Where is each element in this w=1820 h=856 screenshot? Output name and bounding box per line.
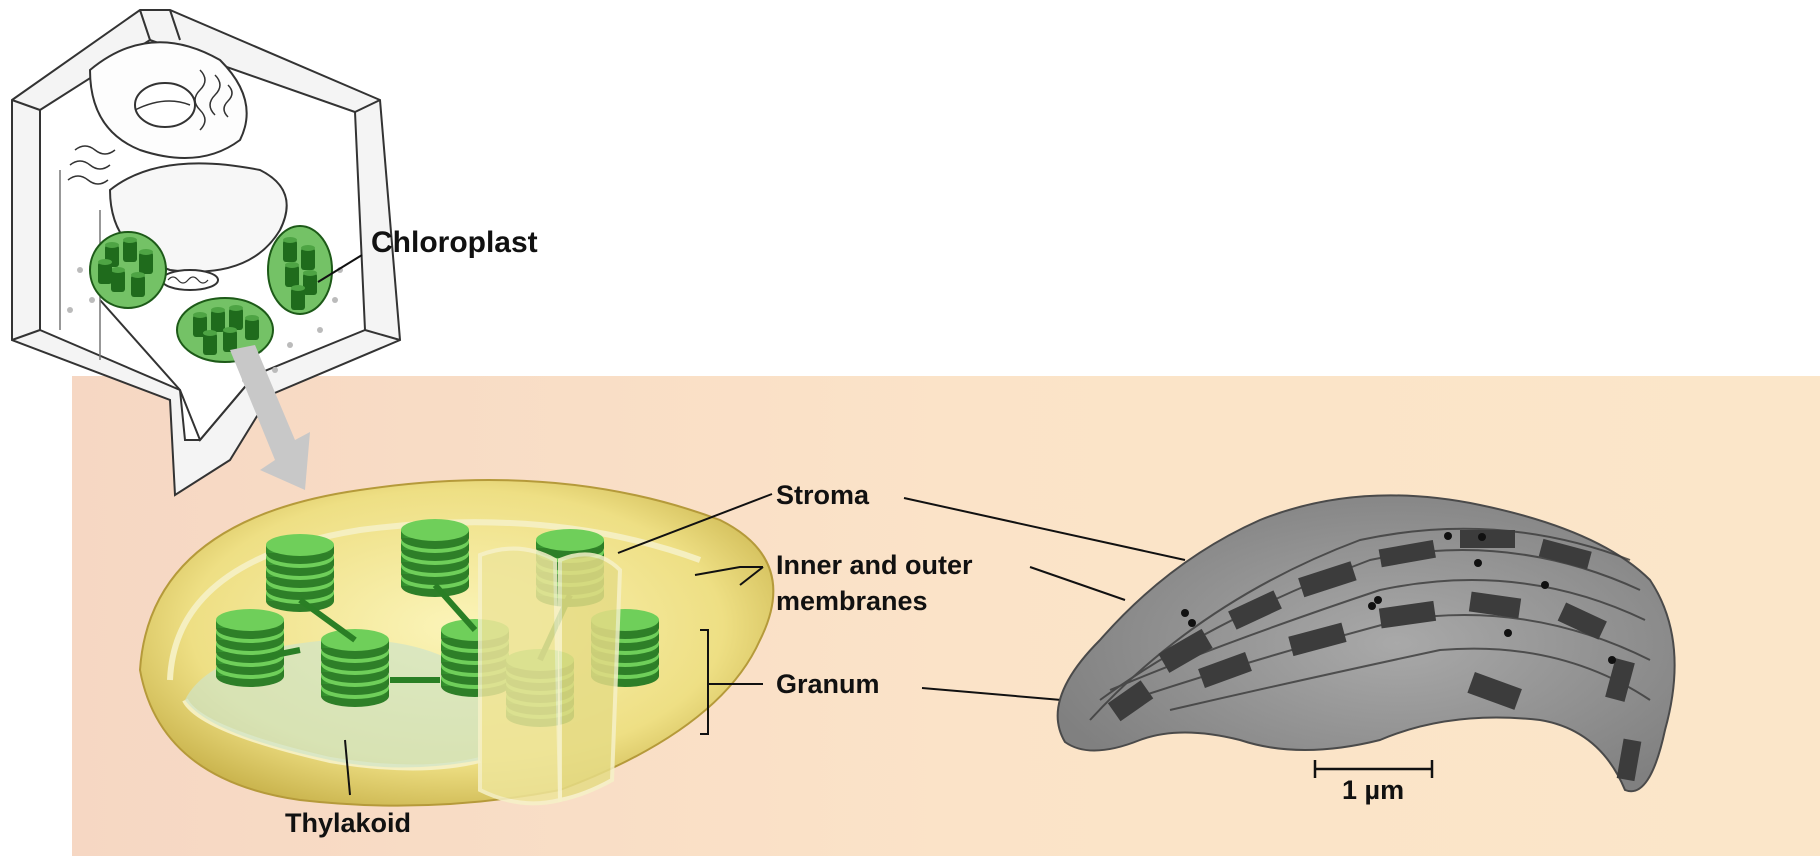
chloroplast-label: Chloroplast <box>371 228 538 258</box>
stroma-label: Stroma <box>776 480 869 510</box>
granum-label: Granum <box>776 669 880 699</box>
thylakoid-label: Thylakoid <box>285 808 411 838</box>
scale-bar-label: 1 µm <box>1342 775 1404 805</box>
membranes-label-line2: membranes <box>776 586 928 616</box>
membranes-label-line1: Inner and outer <box>776 550 973 580</box>
